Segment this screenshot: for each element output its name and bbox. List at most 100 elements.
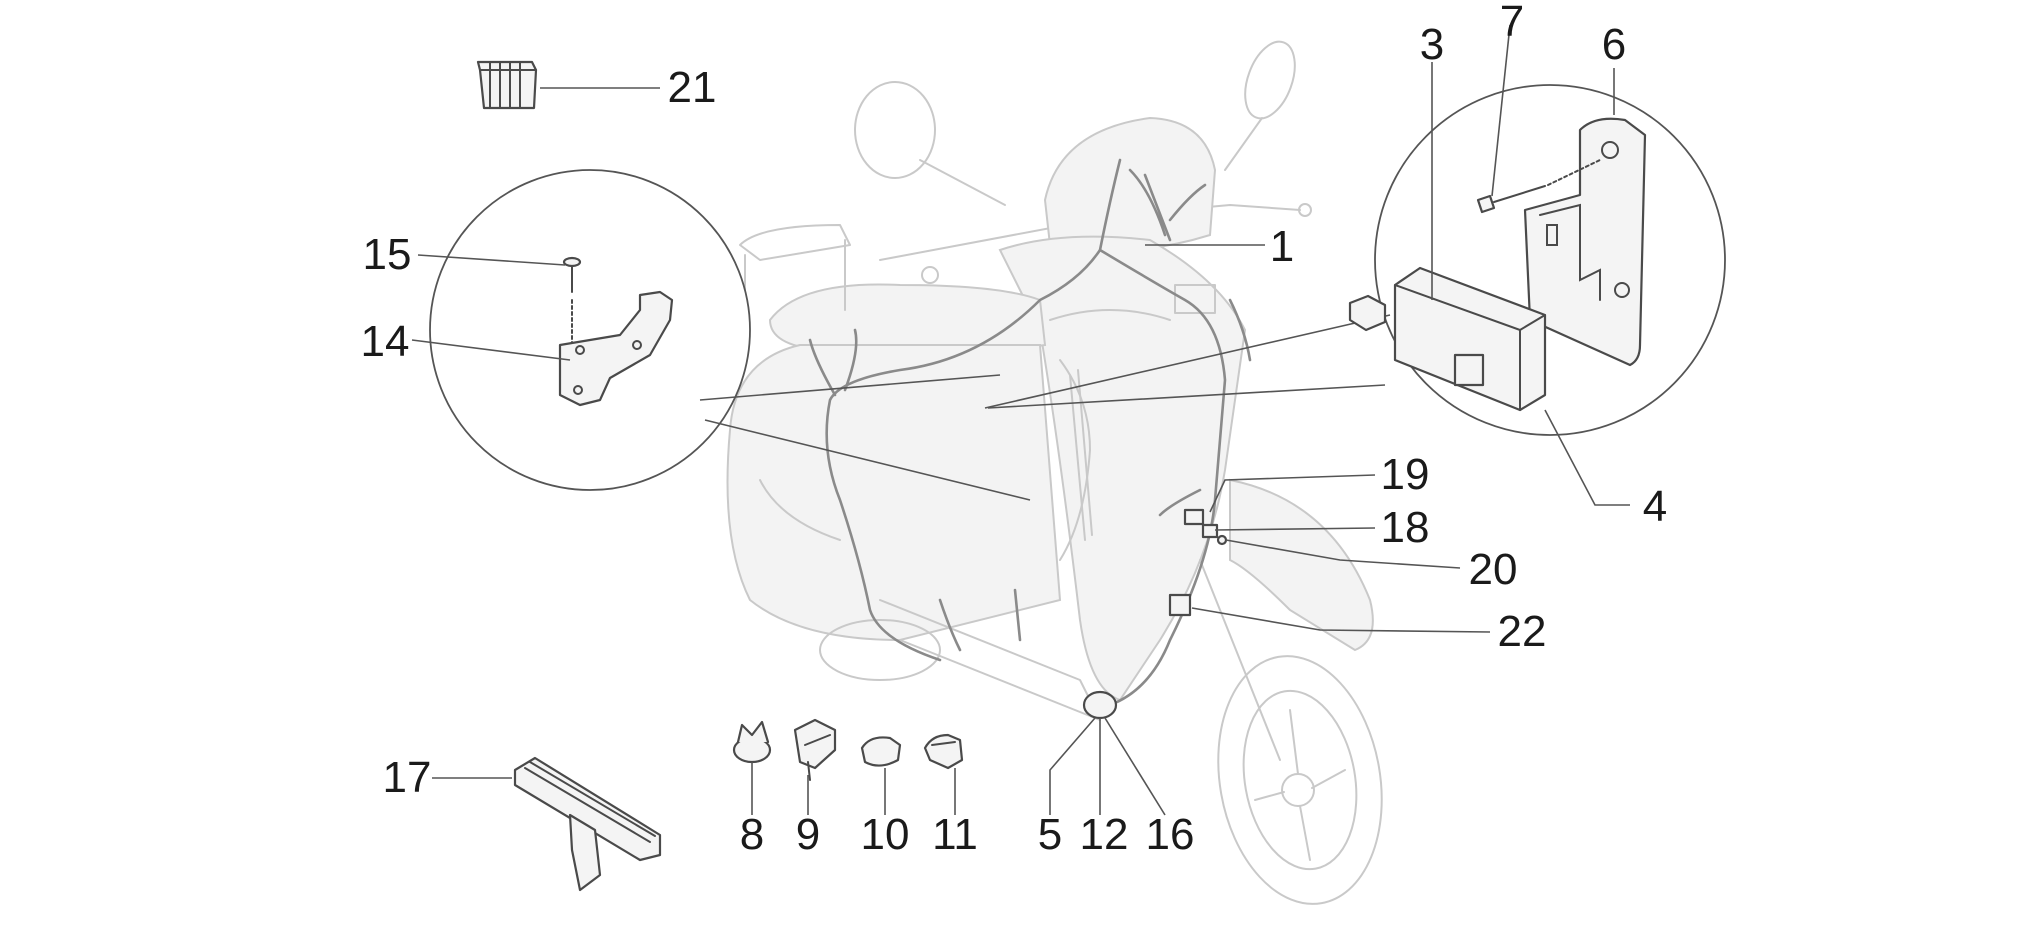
right-lever-end: [1298, 203, 1312, 217]
callout-12: 12: [1079, 810, 1129, 859]
clamp-9-detail: [804, 734, 831, 781]
harness-headset-branch: [1128, 168, 1172, 242]
callout-17: 17: [382, 753, 432, 802]
front-wheel-tyre: [1217, 655, 1383, 905]
scooter-silhouette: [726, 40, 1383, 905]
leader-22: [1191, 607, 1491, 633]
left-mirror: [854, 81, 936, 179]
detail-circle-left: [429, 169, 751, 491]
connector-part-18: [1201, 523, 1219, 539]
left-mirror-stem: [919, 159, 1006, 206]
harness-lower-branch: [938, 588, 1022, 652]
leader-14: [411, 339, 571, 361]
screw-head-part-15: [562, 256, 582, 268]
right-mirror-stem: [1224, 117, 1263, 171]
bracket-hole-a: [575, 345, 585, 355]
callout-14: 14: [360, 317, 410, 366]
harness-speedo-branch: [1168, 183, 1207, 222]
relay-block-part-21: [476, 60, 538, 110]
plate-slot: [1546, 224, 1558, 246]
front-wheel-spokes: [1254, 709, 1346, 861]
bracket-part-14: [558, 290, 674, 407]
callout-10: 10: [860, 810, 910, 859]
callout-9: 9: [795, 810, 821, 859]
callout-6: 6: [1601, 20, 1627, 69]
leader-20: [1225, 539, 1461, 569]
leader-15: [417, 254, 566, 266]
strap-part-11: [923, 733, 964, 770]
connector-part-22: [1168, 593, 1192, 617]
leader-4: [1544, 409, 1630, 506]
callout-15: 15: [362, 230, 412, 279]
leader-5: [1049, 717, 1096, 815]
fuse-part-3: [1348, 294, 1387, 332]
bracket-hole-b: [632, 340, 642, 350]
relay-block-body: [476, 60, 538, 110]
plate-part-6: [1523, 117, 1647, 367]
bolt-head-part-7: [1476, 194, 1496, 214]
callout-21: 21: [667, 63, 717, 112]
strap-10-body: [860, 736, 902, 767]
callout-7: 7: [1499, 0, 1525, 46]
strap-part-10: [860, 736, 902, 767]
clip-8-tabs: [736, 720, 770, 744]
leader-16: [1104, 717, 1166, 816]
rear-rack: [739, 224, 851, 261]
bolt-axis-part-7: [1547, 159, 1601, 186]
callout-5: 5: [1037, 810, 1063, 859]
leader-lines: [411, 24, 1630, 816]
detail-cone-right: [984, 314, 1391, 409]
right-mirror: [1244, 40, 1296, 120]
callout-22: 22: [1497, 607, 1547, 656]
callout-16: 16: [1145, 810, 1195, 859]
strap-11-body: [923, 733, 964, 770]
callout-3: 3: [1419, 20, 1445, 69]
cable-tie-5-12-16: [1082, 690, 1118, 720]
harness-front-run: [1098, 248, 1227, 707]
callout-20: 20: [1468, 545, 1518, 594]
connector-part-19: [1183, 508, 1205, 526]
leg-shield: [998, 235, 1247, 702]
leg-shield-tag: [1174, 284, 1216, 314]
front-wheel-hub: [1281, 773, 1315, 807]
detail-cone-left: [699, 374, 1031, 501]
clamp-part-9: [793, 718, 837, 781]
connector-part-20: [1216, 534, 1228, 546]
callout-18: 18: [1380, 503, 1430, 552]
front-wheel-rim: [1242, 689, 1358, 871]
wiring-harness: [808, 158, 1252, 720]
callout-19: 19: [1380, 450, 1430, 499]
cable-channel-part-17: [513, 756, 662, 892]
callout-8: 8: [739, 810, 765, 859]
rear-cowl-crease: [759, 479, 841, 541]
leader-19: [1209, 474, 1376, 513]
ecu-connector: [1453, 353, 1485, 387]
channel-grooves: [524, 761, 656, 843]
relay-block-ribs: [479, 61, 537, 109]
callout-1: 1: [1269, 222, 1295, 271]
clip-part-8: [732, 720, 772, 764]
plate-hole-top: [1601, 141, 1619, 159]
leader-18: [1214, 527, 1376, 531]
leader-7: [1491, 24, 1511, 197]
channel-tab: [568, 813, 602, 892]
plate-fold: [1539, 203, 1601, 301]
headset: [1043, 116, 1217, 252]
strap-11-detail: [931, 741, 956, 746]
front-fork: [1199, 559, 1281, 761]
detail-circle-bracket: [429, 169, 1031, 501]
bracket-hole-c: [573, 385, 583, 395]
ecu-edges: [1394, 284, 1546, 411]
plate-hole-bottom: [1614, 282, 1630, 298]
leg-shield-badge: [1049, 309, 1171, 321]
detail-circle-ecu: [984, 84, 1726, 436]
left-lever-end: [921, 266, 939, 284]
callout-4: 4: [1642, 482, 1668, 531]
clamp-9-body: [793, 718, 837, 770]
harness-shield-branch: [1228, 298, 1252, 362]
front-fender: [1229, 478, 1374, 652]
harness-main-run: [825, 158, 1122, 662]
harness-horn-branch: [1158, 488, 1202, 517]
